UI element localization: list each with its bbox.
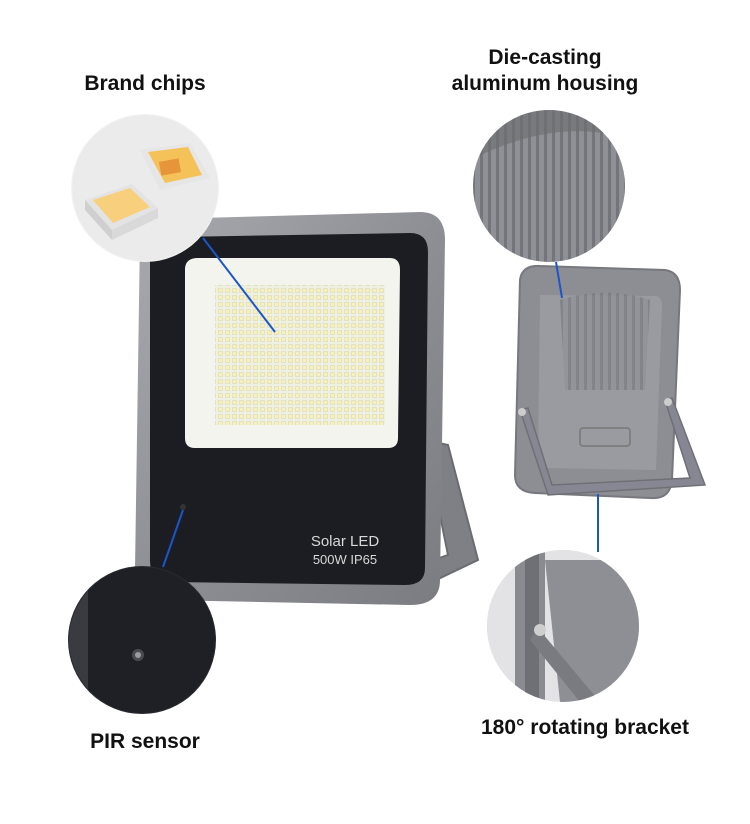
- bracket-label: 180° rotating bracket: [481, 716, 689, 739]
- housing-label-line2: aluminum housing: [451, 72, 639, 95]
- rear-floodlight: [513, 264, 707, 500]
- bracket-closeup: [487, 550, 639, 702]
- product-text-line1: Solar LED: [311, 533, 380, 550]
- housing-closeup: [473, 110, 625, 262]
- front-floodlight: [135, 212, 480, 605]
- brand-chips-closeup: [71, 114, 219, 262]
- product-text-line2: 500W IP65: [313, 552, 377, 567]
- pir-sensor-label: PIR sensor: [90, 730, 200, 753]
- callout-line-pir: [162, 509, 184, 568]
- callout-line-chips: [202, 237, 276, 333]
- brand-chips-label: Brand chips: [84, 72, 206, 95]
- callout-line-housing: [555, 261, 563, 299]
- pir-sensor-closeup: [68, 566, 216, 714]
- housing-label-line1: Die-casting: [488, 46, 602, 69]
